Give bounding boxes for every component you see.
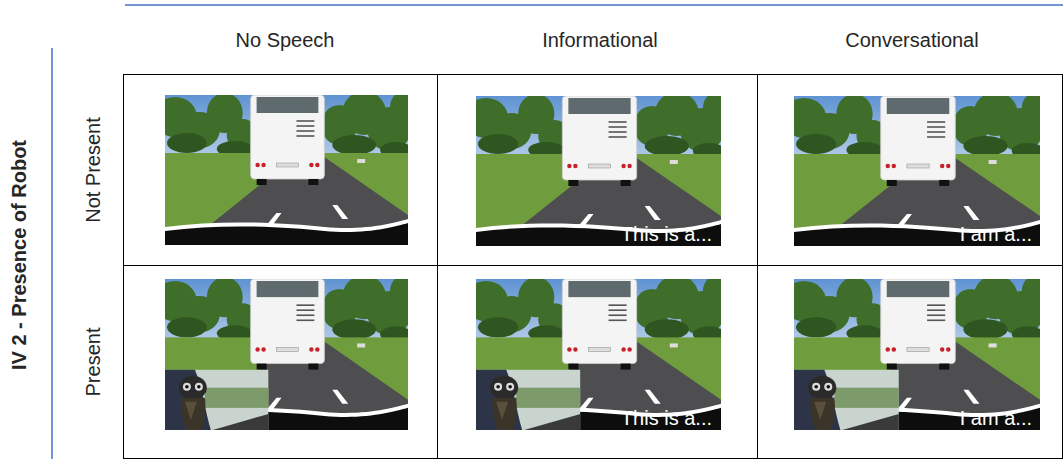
column-header: Informational [542, 30, 658, 50]
column-header: No Speech [236, 30, 335, 50]
row-header: Present [83, 328, 103, 397]
speech-caption: I am a... [960, 408, 1032, 428]
top-rule [125, 4, 1063, 6]
side-rule [51, 48, 53, 459]
driving-scene-robot [165, 279, 408, 430]
row-header: Not Present [83, 117, 103, 223]
speech-caption: This is a... [621, 224, 712, 244]
speech-caption: I am a... [960, 224, 1032, 244]
axis-label: IV 2 - Presence of Robot [9, 140, 29, 370]
speech-caption: This is a... [621, 408, 712, 428]
driving-scene [165, 95, 408, 245]
table-grid [123, 74, 1063, 459]
column-header: Conversational [845, 30, 978, 50]
